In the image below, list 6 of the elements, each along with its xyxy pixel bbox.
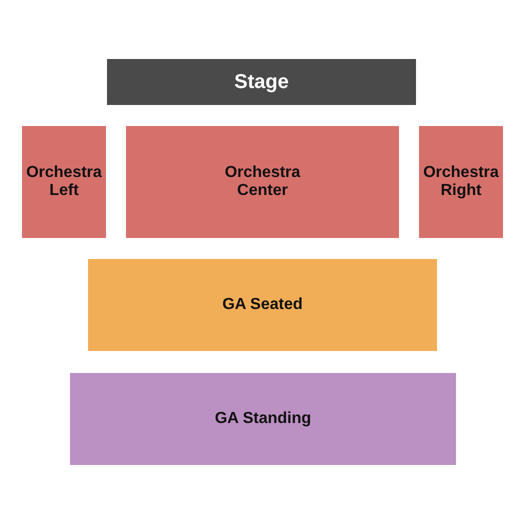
seating-section: GA Seated [88,259,437,351]
seating-section: Orchestra Right [419,126,503,238]
stage-area: Stage [107,59,416,105]
standing-area: GA Standing [70,373,456,465]
seating-section: Orchestra Center [126,126,399,238]
seating-section: Orchestra Left [22,126,106,238]
